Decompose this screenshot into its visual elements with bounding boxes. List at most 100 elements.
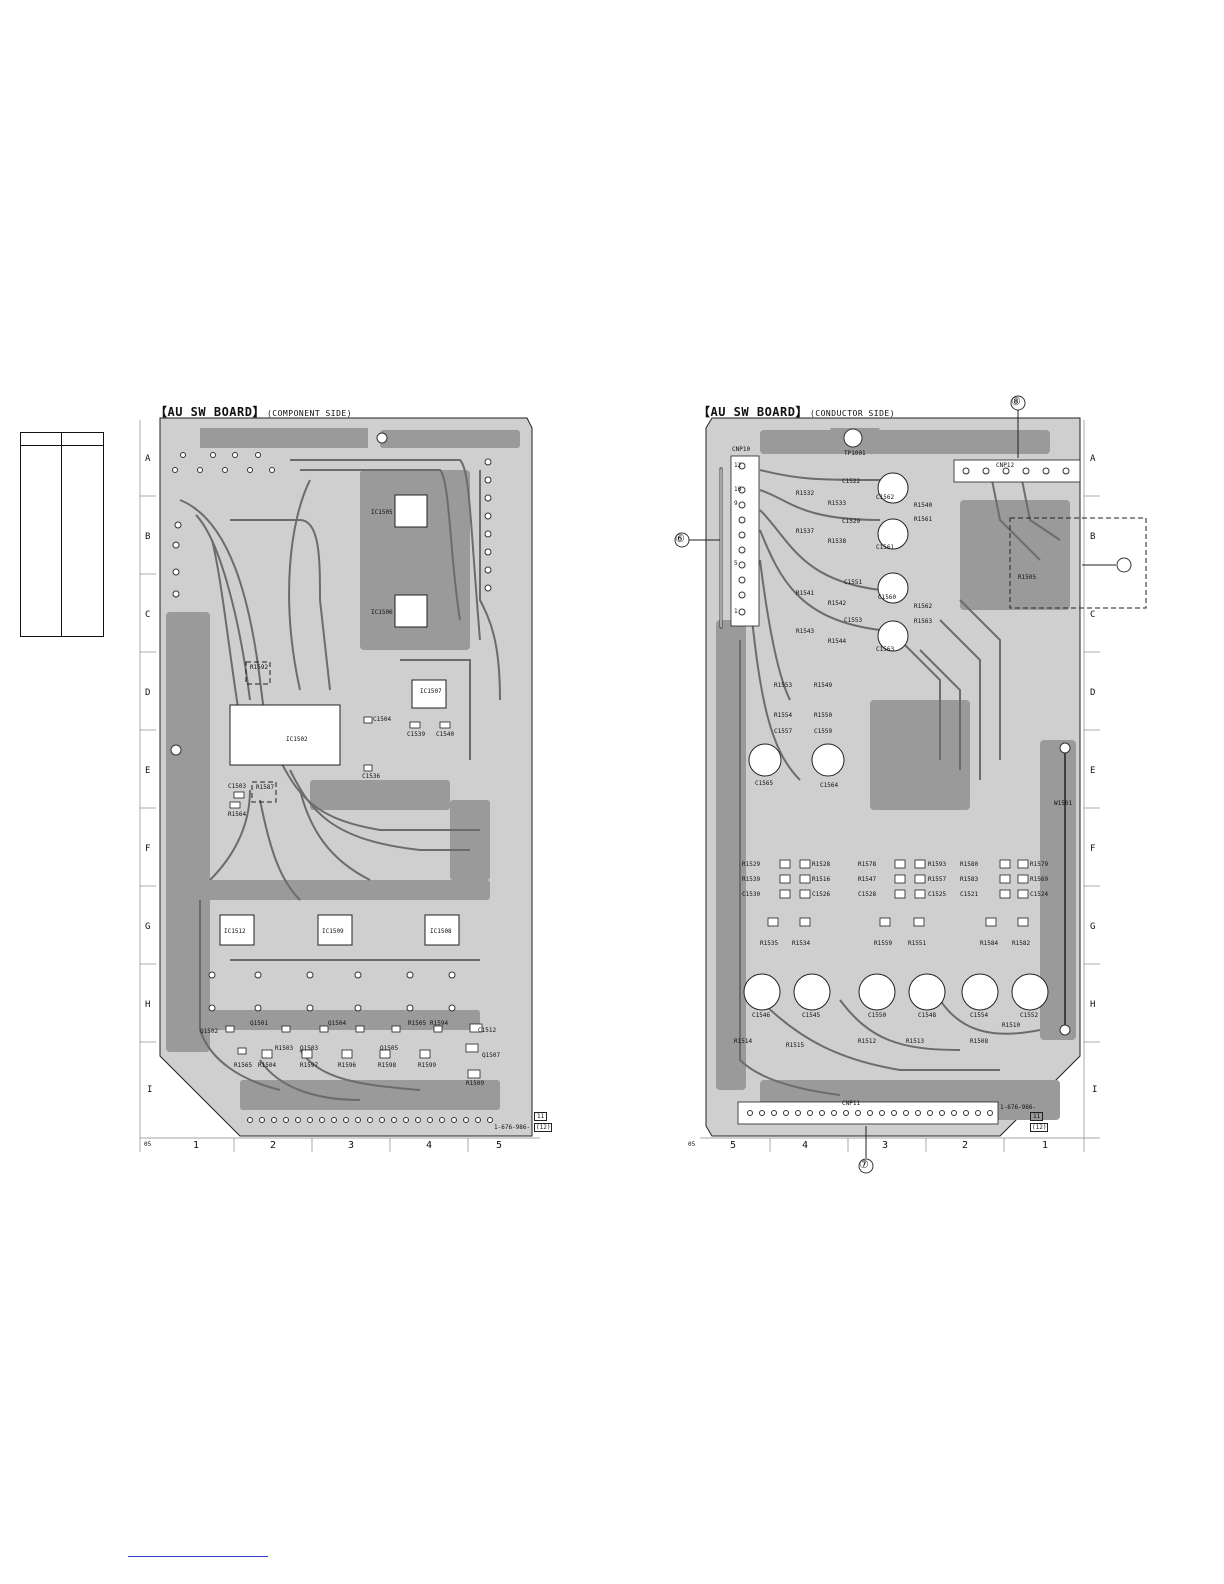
part-label: R1503	[275, 1045, 294, 1052]
part-label: C1557	[774, 728, 793, 735]
part-label: R1543	[796, 628, 815, 635]
callout-8: ⑧	[1011, 395, 1021, 408]
part-label: R1564	[228, 811, 247, 818]
right-cnp10	[719, 455, 760, 629]
part-label: R1582	[1012, 940, 1031, 947]
right-board-title: 【AU SW BOARD】(CONDUCTOR SIDE)	[698, 403, 895, 420]
part-label: R1596	[338, 1062, 357, 1069]
part-label: C1536	[362, 773, 381, 780]
right-col-label-2: 2	[962, 1140, 969, 1151]
right-caps-lower	[743, 973, 1049, 1011]
connector-label: CNP11	[842, 1100, 861, 1107]
left-row-label-g: G	[145, 922, 151, 932]
part-label: R1553	[774, 682, 793, 689]
right-col-label-4: 4	[802, 1140, 809, 1151]
ic-label: IC1508	[430, 928, 452, 935]
part-label: R1504	[258, 1062, 277, 1069]
part-label: C1521	[960, 891, 979, 898]
part-label: R1512	[858, 1038, 877, 1045]
left-row-label-b: B	[145, 532, 151, 542]
pin-label: 12	[734, 462, 742, 469]
left-board-title-text: 【AU SW BOARD】	[155, 405, 265, 419]
left-row-label-d: D	[145, 688, 151, 698]
right-row-label-b: B	[1090, 532, 1096, 542]
left-bottom-parts	[225, 1025, 443, 1059]
part-label: R1587	[256, 784, 275, 791]
part-label: Q1504	[328, 1020, 347, 1027]
right-row-label-c: C	[1090, 610, 1096, 620]
part-label: R1569	[1030, 876, 1049, 883]
tp1001-pad	[843, 428, 863, 448]
part-label: C1560	[878, 594, 897, 601]
footer-link-underline[interactable]	[128, 1556, 268, 1557]
part-label: C1563	[876, 646, 895, 653]
part-label: C1528	[858, 891, 877, 898]
part-label: C1550	[868, 1012, 887, 1019]
index-table	[20, 432, 104, 637]
part-label: C1539	[407, 731, 426, 738]
left-row-label-c: C	[145, 610, 151, 620]
part-label: C1522	[842, 478, 861, 485]
part-label: R1592	[250, 664, 269, 671]
part-label: R1508	[970, 1038, 989, 1045]
left-pads	[170, 432, 492, 1012]
part-label: R1537	[796, 528, 815, 535]
part-label: R1538	[828, 538, 847, 545]
right-row-label-d: D	[1090, 688, 1096, 698]
part-label: R1563	[914, 618, 933, 625]
part-label: R1562	[914, 603, 933, 610]
part-label: R1505	[408, 1020, 427, 1027]
part-label: C1548	[918, 1012, 937, 1019]
right-col-label-1: 1	[1042, 1140, 1049, 1151]
pin-label: 9	[734, 500, 738, 507]
part-label: R1510	[1002, 1022, 1021, 1029]
part-label: R1514	[734, 1038, 753, 1045]
part-label: R1505	[1018, 574, 1037, 581]
right-part-number: 1-676-986-	[1000, 1104, 1037, 1111]
right-grid	[700, 420, 1100, 1152]
part-label: C1530	[742, 891, 761, 898]
part-label: C1564	[820, 782, 839, 789]
part-label: C1553	[844, 617, 863, 624]
right-cnp12	[953, 459, 1081, 483]
right-row-label-f: F	[1090, 844, 1096, 854]
part-label: C1512	[478, 1027, 497, 1034]
part-label: Q1501	[250, 1020, 269, 1027]
left-traces	[179, 459, 501, 1101]
left-corner-code: 05	[144, 1141, 152, 1148]
right-corner-code: 05	[688, 1141, 696, 1148]
right-ref-box-bottom: (12)	[1030, 1123, 1049, 1132]
left-col-label-1: 1	[193, 1140, 200, 1151]
part-label: C1545	[802, 1012, 821, 1019]
part-label: R1559	[874, 940, 893, 947]
left-ref-box-bottom: (12)	[534, 1123, 553, 1132]
part-label: C1559	[814, 728, 833, 735]
connector-label: CNP10	[732, 446, 751, 453]
left-row-label-a: A	[145, 454, 151, 464]
part-label: R1547	[858, 876, 877, 883]
detail-box	[1009, 517, 1147, 609]
callout-8-circle	[1010, 395, 1026, 411]
left-row-label-e: E	[145, 766, 151, 776]
right-traces	[739, 469, 1061, 1096]
right-col-label-5: 5	[730, 1140, 737, 1151]
part-label: R1539	[742, 876, 761, 883]
ic-label: IC1507	[420, 688, 442, 695]
part-label: C1526	[812, 891, 831, 898]
left-col-label-5: 5	[496, 1140, 503, 1151]
part-label: R1584	[980, 940, 999, 947]
part-label: R1516	[812, 876, 831, 883]
part-label: R1583	[960, 876, 979, 883]
part-label: R1534	[792, 940, 811, 947]
part-label: R1580	[960, 861, 979, 868]
ic-label: IC1512	[224, 928, 246, 935]
right-ref-box-top: 11	[1030, 1112, 1044, 1121]
part-label: R1541	[796, 590, 815, 597]
part-label: C1529	[842, 518, 861, 525]
part-label: C1504	[373, 716, 392, 723]
part-label: R1551	[908, 940, 927, 947]
pin-label: 10	[734, 486, 742, 493]
left-col-label-2: 2	[270, 1140, 277, 1151]
pin-label: 1	[734, 608, 738, 615]
